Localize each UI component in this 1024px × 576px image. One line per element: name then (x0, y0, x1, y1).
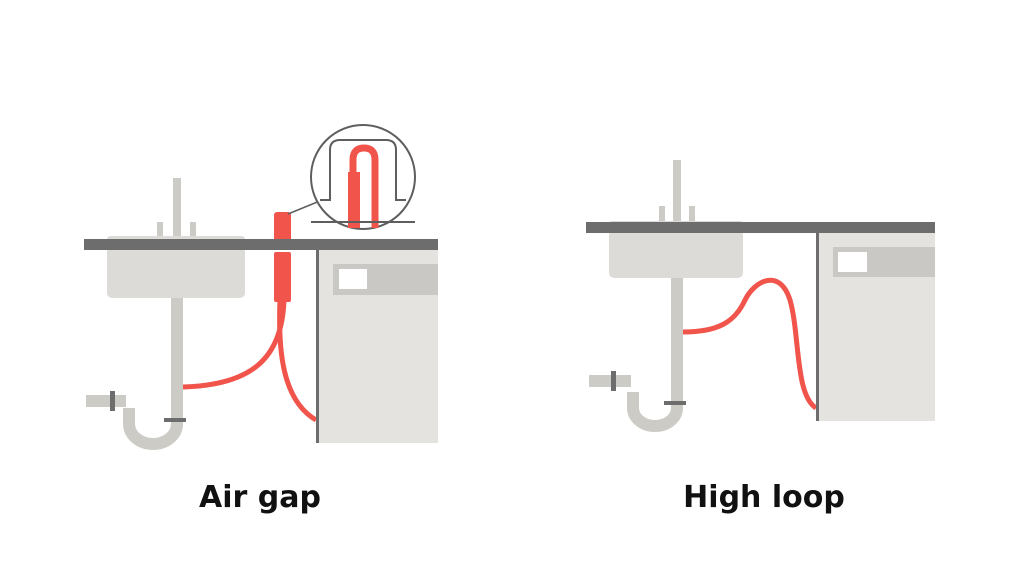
detail-u-tube (349, 144, 379, 228)
pipe-coupling (164, 418, 186, 422)
faucet (673, 160, 681, 222)
wall-drain-pipe (86, 395, 126, 407)
p-trap (123, 408, 183, 450)
high-loop-hose (682, 277, 818, 411)
faucet-handle-right (190, 222, 196, 238)
countertop (84, 239, 438, 250)
air-gap-body (274, 252, 291, 302)
dishwasher-display (838, 252, 867, 272)
dishwasher-display (339, 269, 367, 289)
faucet-handle-left (157, 222, 163, 238)
air-gap-diagram (84, 124, 438, 450)
sink-basin (609, 230, 743, 278)
sink-basin (107, 246, 245, 298)
dishwasher-edge (816, 233, 819, 421)
wall-drain-pipe (589, 375, 631, 387)
air-gap-caption: Air gap (199, 480, 321, 515)
detail-circle (310, 124, 416, 230)
air-gap-cap (274, 212, 291, 242)
faucet-handle-right (689, 206, 695, 222)
countertop (586, 222, 935, 233)
sink-drain-pipe (671, 272, 683, 405)
sink-drain-pipe (171, 290, 183, 420)
faucet (173, 178, 181, 238)
detail-inlet-tube (348, 172, 360, 228)
dishwasher-edge (316, 250, 319, 443)
drain-hose-from-dishwasher (277, 299, 318, 423)
drain-hose-to-sink (182, 299, 287, 390)
air-gap-detail-callout (310, 124, 416, 230)
p-trap (627, 392, 683, 432)
pipe-coupling (611, 371, 616, 391)
pipe-coupling (664, 401, 686, 405)
air-gap-housing (320, 139, 406, 201)
high-loop-caption: High loop (683, 480, 845, 515)
high-loop-diagram (586, 160, 935, 432)
pipe-coupling (110, 391, 115, 411)
faucet-handle-left (659, 206, 665, 222)
